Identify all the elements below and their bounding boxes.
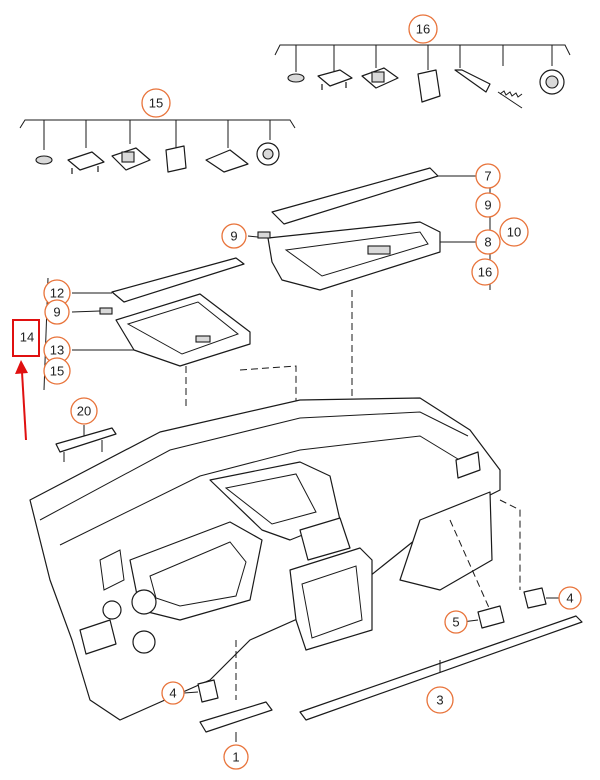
callout-c1: 1 xyxy=(223,744,249,770)
spring-icon xyxy=(497,91,523,109)
callout-ring xyxy=(475,229,501,255)
callout-label: 14 xyxy=(20,330,34,345)
clip-icon xyxy=(287,73,305,83)
callout-c5: 5 xyxy=(444,610,468,634)
part-5-clip xyxy=(477,605,505,629)
callout-ring xyxy=(70,397,98,425)
callout-label: 9 xyxy=(484,198,491,213)
callout-ring xyxy=(223,744,249,770)
callout-c8: 8 xyxy=(475,229,501,255)
pin-icon xyxy=(257,231,271,239)
callout-c20: 20 xyxy=(70,397,98,425)
hinge-icon xyxy=(417,69,441,103)
group-16-fastener-set xyxy=(274,44,571,109)
callout-c4-right: 4 xyxy=(558,586,582,610)
callout-c9-right: 9 xyxy=(475,192,501,218)
callout-ring xyxy=(161,681,185,705)
callout-label: 1 xyxy=(232,750,239,765)
trim-strip xyxy=(299,615,583,721)
upper-storage-assembly xyxy=(247,167,491,470)
callout-ring xyxy=(558,586,582,610)
switch-button-icon xyxy=(371,71,385,83)
callout-label: 7 xyxy=(484,169,491,184)
callout-c16-right: 16 xyxy=(471,258,499,286)
bracket-icon xyxy=(317,69,353,90)
callout-ring xyxy=(408,14,438,44)
callout-label: 9 xyxy=(230,229,237,244)
callout-c9-mid: 9 xyxy=(221,223,247,249)
callout-label: 13 xyxy=(50,343,64,358)
callout-label: 4 xyxy=(566,591,573,606)
plate-icon xyxy=(205,149,249,173)
callout-label: 5 xyxy=(452,615,459,630)
callout-label: 16 xyxy=(416,22,430,37)
callout-ring xyxy=(444,610,468,634)
part-20-clip xyxy=(55,425,117,462)
callout-label: 4 xyxy=(169,686,176,701)
callout-c15-left: 15 xyxy=(43,357,71,385)
part-4-clip-left xyxy=(197,679,219,703)
part-4-clip-right xyxy=(523,587,547,609)
callout-ring xyxy=(44,299,70,325)
callout-label: 3 xyxy=(436,693,443,708)
highlight-box xyxy=(12,319,40,357)
callout-label: 8 xyxy=(484,235,491,250)
bracket-icon xyxy=(67,151,105,174)
upper-lid xyxy=(271,167,439,225)
callout-label: 16 xyxy=(478,265,492,280)
callout-label: 15 xyxy=(50,364,64,379)
lower-storage-assembly xyxy=(43,257,297,500)
callout-c12: 12 xyxy=(43,279,71,307)
callout-ring xyxy=(471,258,499,286)
callout-label: 10 xyxy=(507,225,521,240)
red-arrow xyxy=(15,360,28,441)
hinge-icon xyxy=(165,145,187,173)
lower-trim xyxy=(199,701,273,733)
callout-c9-left: 9 xyxy=(44,299,70,325)
callout-ring xyxy=(426,686,454,714)
callout-label: 15 xyxy=(149,96,163,111)
lower-lid xyxy=(111,257,245,303)
callout-c10: 10 xyxy=(499,217,529,247)
callout-c7: 7 xyxy=(475,163,501,189)
callout-c16-top: 16 xyxy=(408,14,438,44)
switch-button-icon xyxy=(121,151,135,163)
lower-trim-assembly xyxy=(183,679,273,742)
callout-c3: 3 xyxy=(426,686,454,714)
callout-label: 9 xyxy=(53,305,60,320)
callout-ring xyxy=(475,192,501,218)
dashboard-body xyxy=(29,397,521,721)
callout-ring xyxy=(221,223,247,249)
callout-ring xyxy=(43,357,71,385)
callout-c15-top: 15 xyxy=(141,88,171,118)
callout-ring xyxy=(141,88,171,118)
lower-glove-box xyxy=(115,293,251,367)
callout-c4-left: 4 xyxy=(161,681,185,705)
callout-label: 20 xyxy=(77,404,91,419)
bolt-icon xyxy=(454,69,491,93)
callout-c13: 13 xyxy=(43,336,71,364)
callout-ring xyxy=(475,163,501,189)
callout-ring xyxy=(499,217,529,247)
upper-glove-box xyxy=(267,221,441,291)
group-15-fastener-set xyxy=(19,119,296,174)
clip-icon xyxy=(35,155,53,165)
callout-layer: 16 15 7 9 10 8 16 9 12 9 14 13 15 20 4 5 3 4 1 xyxy=(20,14,582,770)
callout-label: 12 xyxy=(50,286,64,301)
pin-icon xyxy=(99,307,113,315)
callout-c14: 14 xyxy=(20,330,34,345)
trim-strip-assembly xyxy=(299,587,583,721)
